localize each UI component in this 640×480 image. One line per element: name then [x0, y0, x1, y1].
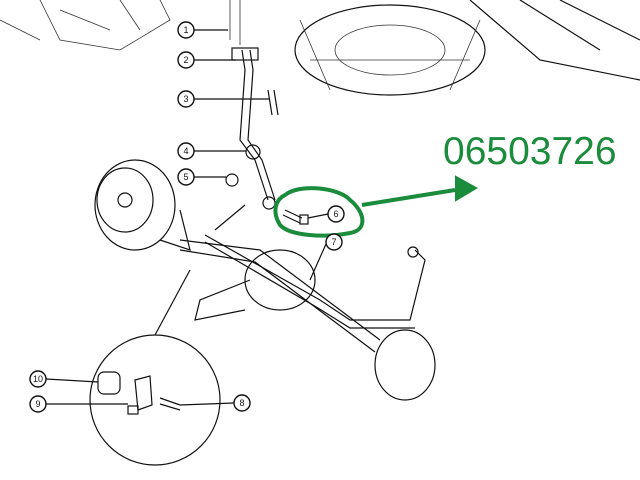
- callout-2: 2: [177, 51, 195, 69]
- bolt-6-drawing: [282, 209, 309, 225]
- callout-9: 9: [29, 395, 47, 413]
- svg-text:3: 3: [183, 94, 188, 104]
- svg-text:1: 1: [183, 25, 188, 35]
- highlight-annotation: [273, 175, 479, 238]
- svg-text:8: 8: [239, 398, 244, 408]
- axle-assembly: [179, 204, 436, 401]
- svg-text:10: 10: [33, 374, 43, 384]
- sway-bar-link: [225, 47, 279, 210]
- svg-text:9: 9: [35, 399, 40, 409]
- callout-5: 5: [177, 168, 195, 186]
- svg-text:5: 5: [183, 172, 188, 182]
- brake-drum: [94, 159, 191, 251]
- svg-text:4: 4: [183, 146, 188, 156]
- leader-lines: [45, 29, 329, 406]
- callout-10: 10: [29, 370, 47, 388]
- part-number-label: 06503726: [443, 130, 617, 173]
- callout-6: 6: [327, 205, 345, 223]
- svg-text:2: 2: [183, 55, 188, 65]
- callout-1: 1: [177, 21, 195, 39]
- svg-text:6: 6: [333, 209, 338, 219]
- vehicle-underbody: [0, 0, 640, 96]
- callout-4: 4: [177, 142, 195, 160]
- callout-8: 8: [233, 394, 251, 412]
- callout-3: 3: [177, 90, 195, 108]
- callout-7: 7: [325, 233, 343, 251]
- detail-view: [89, 269, 221, 466]
- svg-text:7: 7: [331, 237, 336, 247]
